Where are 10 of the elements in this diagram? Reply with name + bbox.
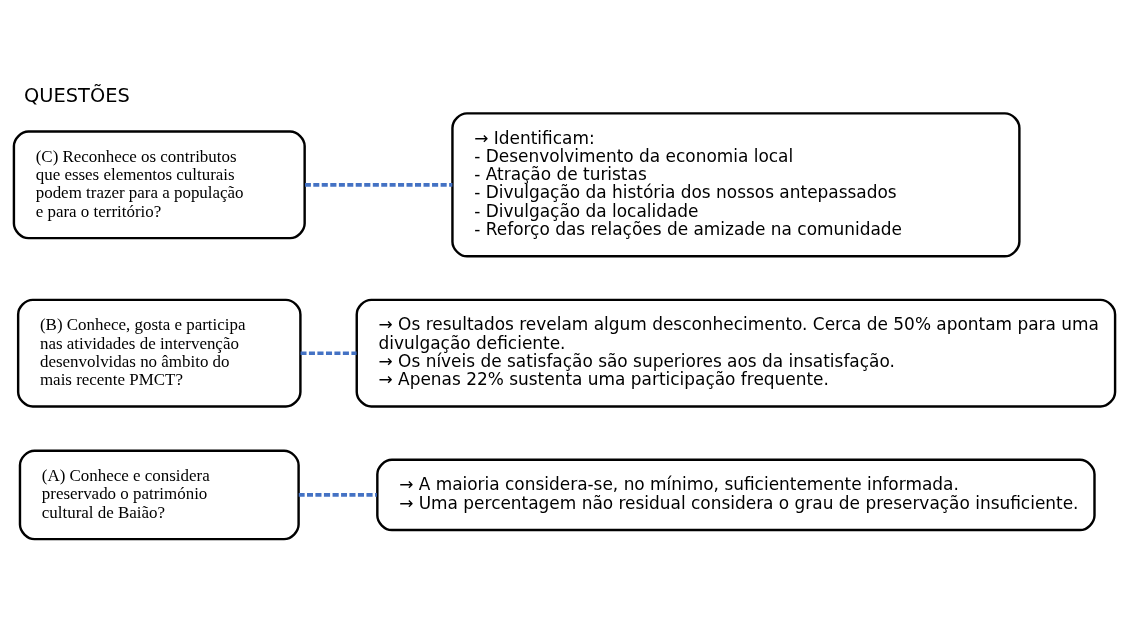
node-box: (C) Reconhece os contributos que esses elementos culturais podem trazer para a população e para o território?	[12, 130, 306, 240]
connector	[298, 493, 377, 497]
node-box: → A maioria considera-se, no mínimo, suficientemente informada. → Uma percentagem não residual considera o grau de preservação insuficiente.	[376, 458, 1096, 532]
connector	[300, 351, 357, 355]
node-box: → Identificam: - Desenvolvimento da economia local - Atração de turistas - Divulgação da história dos nossos antepassados - Divulgação da localidade - Reforço das relações de amizade na comunidade	[451, 112, 1021, 258]
node-box: (A) Conhece e considera preservado o património cultural de Baião?	[18, 449, 300, 541]
connector	[305, 183, 453, 187]
diagram-title: QUESTÕES	[24, 84, 130, 108]
node-box: (B) Conhece, gosta e participa nas atividades de intervenção desenvolvidas no âmbito do mais recente PMCT?	[16, 298, 302, 408]
node-box: → Os resultados revelam algum desconhecimento. Cerca de 50% apontam para uma divulgação deficiente. → Os níveis de satisfação são superiores aos da insatisfação. → Apenas 22% sustenta uma participação frequente.	[355, 298, 1117, 408]
